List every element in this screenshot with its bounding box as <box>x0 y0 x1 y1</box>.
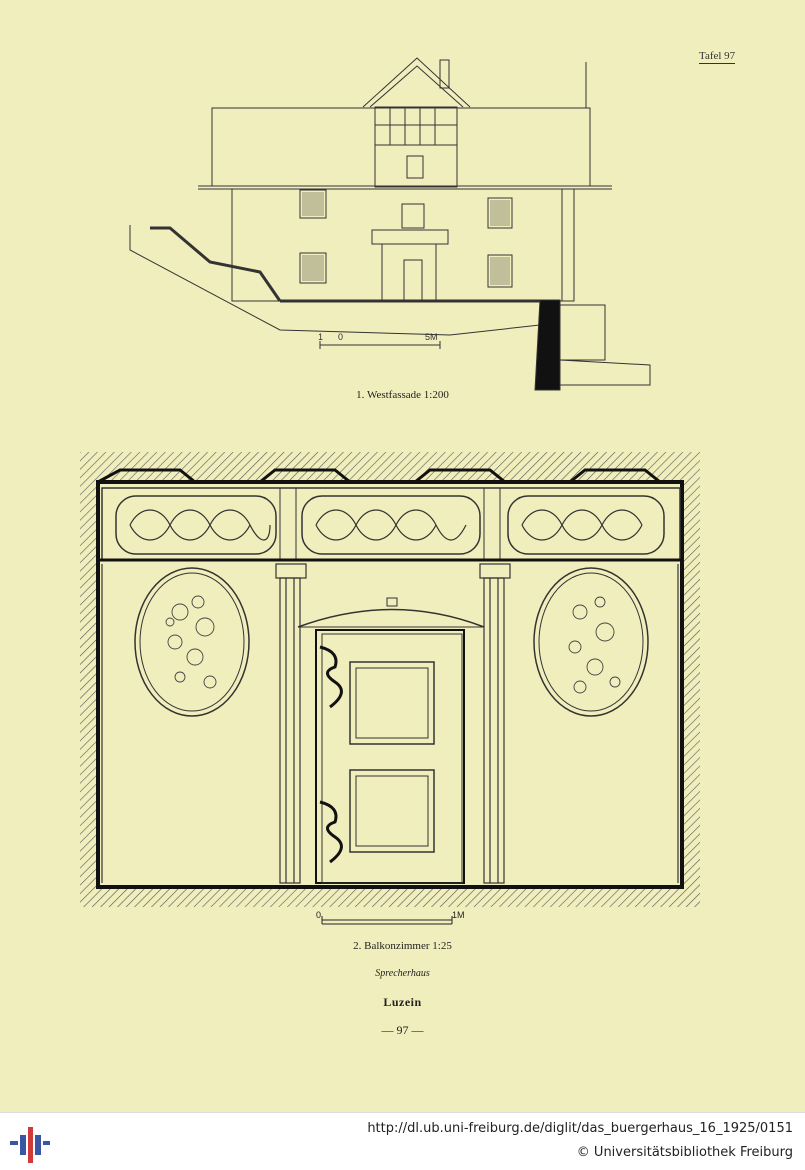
library-footer: http://dl.ub.uni-freiburg.de/diglit/das_… <box>0 1112 805 1170</box>
figure1-caption: 1. Westfassade 1:200 <box>356 389 449 401</box>
figure2-caption: 2. Balkonzimmer 1:25 <box>353 940 452 952</box>
west-facade-drawing: 1 0 5M <box>129 57 651 391</box>
house-name: Sprecherhaus <box>375 968 430 979</box>
facade-scale-1: 1 <box>318 332 323 342</box>
copyright-text: © Universitätsbibliothek Freiburg <box>576 1145 793 1160</box>
library-logo-icon <box>10 1127 50 1163</box>
page-number: — 97 — <box>381 1023 424 1037</box>
scanned-page: Tafel 97 <box>80 50 736 1037</box>
source-url-link[interactable]: http://dl.ub.uni-freiburg.de/diglit/das_… <box>367 1121 793 1136</box>
place-name: Luzein <box>383 995 422 1009</box>
balcony-scale-0: 0 <box>316 910 321 920</box>
balcony-scale-1m: 1M <box>452 910 465 920</box>
facade-scale-0: 0 <box>338 332 343 342</box>
balcony-room-drawing <box>80 452 700 907</box>
balcony-scale-bar: 0 1M <box>316 910 465 925</box>
plate-number: Tafel 97 <box>699 50 736 64</box>
facade-scale-5m: 5M <box>425 332 438 342</box>
